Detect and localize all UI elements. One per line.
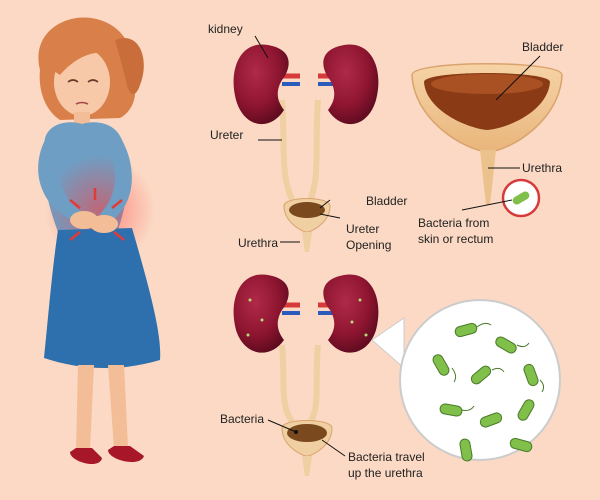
kidney-icon [323,44,379,125]
leader-lines [254,35,541,457]
label-bacteria-travel-line2: up the urethra [348,466,423,480]
label-bacteria-from-line2: skin or rectum [418,232,494,246]
pain-arrows-icon [69,188,125,241]
kidney-icon [233,44,289,125]
bladder-large [411,63,563,218]
kidney-icon [323,274,379,353]
label-urethra-small: Urethra [238,236,279,250]
label-bacteria-travel-line1: Bacteria travel [348,450,425,464]
kidney-icon [233,274,289,353]
label-urethra-large: Urethra [522,161,563,175]
urinary-tract-top [233,44,379,252]
label-ureter-opening-line2: Opening [346,238,392,252]
label-kidney: kidney [208,22,243,36]
bacteria-icon [432,322,539,462]
label-bladder-small: Bladder [366,194,408,208]
label-ureter-opening-line1: Ureter [346,222,380,236]
label-bacteria: Bacteria [220,412,265,426]
urinary-tract-bottom [233,274,561,476]
label-bacteria-from-line1: Bacteria from [418,216,490,230]
bacteria-icon [512,191,530,205]
label-ureter: Ureter [210,128,244,142]
woman-figure-icon [38,17,161,465]
label-bladder-large: Bladder [522,40,564,54]
